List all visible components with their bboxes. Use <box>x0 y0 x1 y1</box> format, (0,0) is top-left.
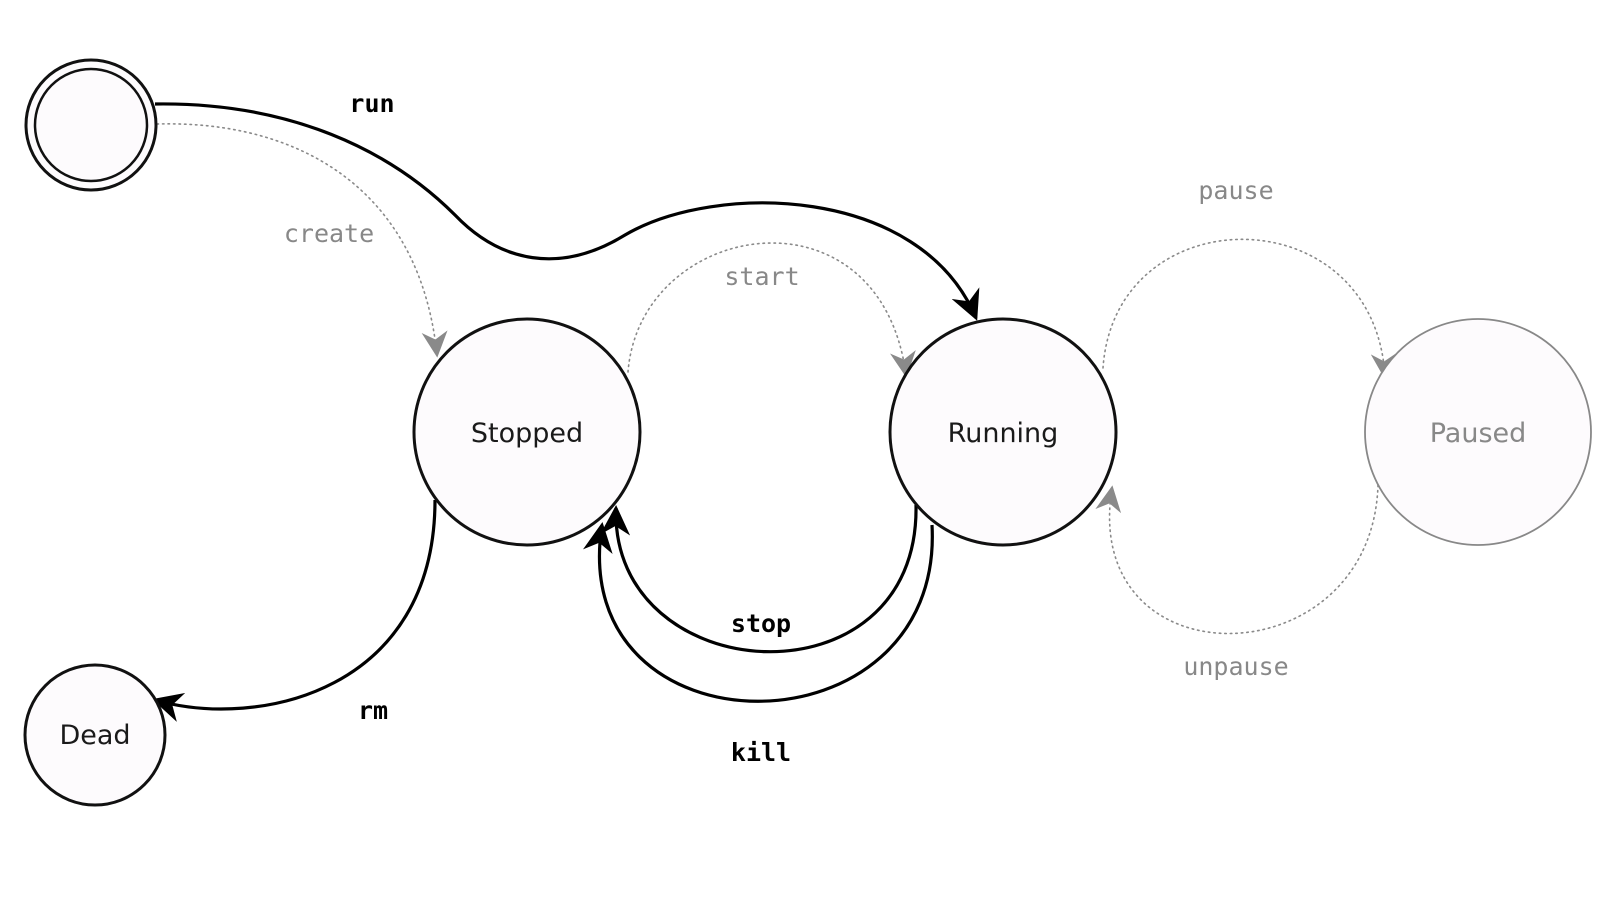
edge-create <box>156 123 448 358</box>
label-pause: pause <box>1198 176 1273 205</box>
label-create: create <box>284 219 374 248</box>
state-running: Running <box>888 317 1118 547</box>
edge-stop <box>600 504 918 654</box>
state-dead-label: Dead <box>59 720 130 751</box>
initial-state <box>24 58 158 192</box>
state-paused-label: Paused <box>1430 418 1527 449</box>
label-run: run <box>349 89 394 118</box>
edge-start <box>627 242 916 378</box>
state-paused: Paused <box>1364 318 1592 546</box>
edge-unpause <box>1095 484 1379 635</box>
edge-run <box>154 102 980 321</box>
state-stopped: Stopped <box>412 317 642 547</box>
edge-rm <box>152 499 437 722</box>
state-running-label: Running <box>948 418 1059 449</box>
state-stopped-label: Stopped <box>471 418 583 449</box>
label-stop: stop <box>731 609 791 638</box>
edge-pause <box>1102 238 1397 380</box>
state-dead: Dead <box>23 663 167 807</box>
label-unpause: unpause <box>1183 652 1288 681</box>
label-rm: rm <box>358 696 388 725</box>
edge-kill <box>583 522 934 703</box>
label-start: start <box>724 262 799 291</box>
label-kill: kill <box>731 738 791 767</box>
